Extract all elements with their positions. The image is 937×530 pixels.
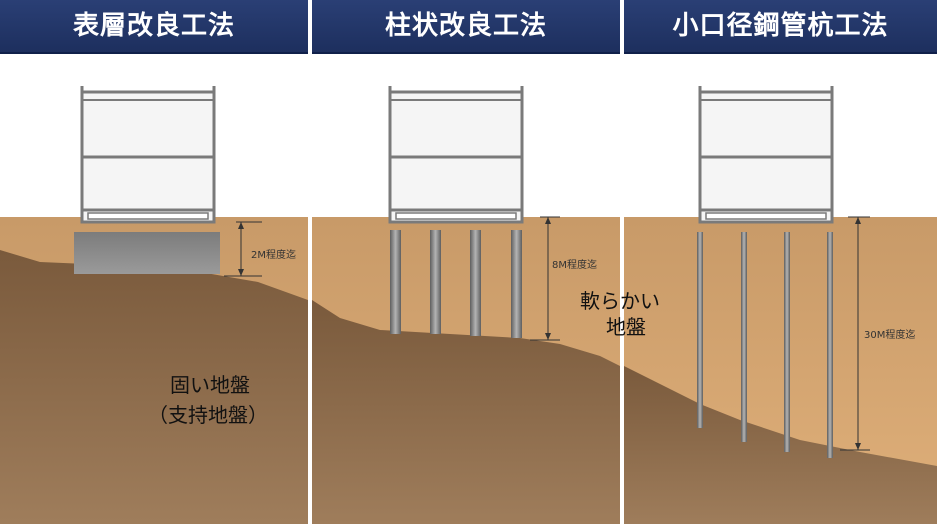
panel-1: 表層改良工法 xyxy=(0,0,308,530)
panel-2-column-2 xyxy=(430,230,441,334)
panel-3-header: 小口径鋼管杭工法 xyxy=(624,0,937,54)
panel-3-pile-3 xyxy=(784,232,790,452)
panel-3-pile-2 xyxy=(741,232,747,442)
panel-2-column-4 xyxy=(511,230,522,338)
panel-1-depth-label: 2M程度迄 xyxy=(251,248,296,261)
panel-2-scene xyxy=(312,52,620,530)
separator-2 xyxy=(620,0,624,530)
hard-ground-label-line1: 固い地盤 xyxy=(170,373,250,397)
panel-1-header: 表層改良工法 xyxy=(0,0,308,54)
panel-1-improved-layer xyxy=(74,232,220,274)
panel-2-hard-soil xyxy=(312,300,620,530)
hard-ground-label-line2: （支持地盤） xyxy=(148,403,268,427)
panel-2-depth-dimension xyxy=(530,216,560,341)
panel-2: 柱状改良工法 xyxy=(312,0,620,530)
panel-3-pile-1 xyxy=(697,232,703,428)
panel-3-pile-4 xyxy=(827,232,833,458)
bottom-border xyxy=(0,524,937,530)
panel-1-hard-soil xyxy=(0,250,308,530)
panel-3-depth-label: 30M程度迄 xyxy=(864,328,915,341)
panel-1-depth-dimension xyxy=(224,221,262,277)
soft-ground-label-line2: 地盤 xyxy=(606,315,646,339)
panel-3: 小口径鋼管杭工法 xyxy=(624,0,937,530)
panel-2-column-3 xyxy=(470,230,481,336)
panel-3-title: 小口径鋼管杭工法 xyxy=(672,11,889,41)
panel-1-title: 表層改良工法 xyxy=(72,11,235,41)
panel-2-depth-label: 8M程度迄 xyxy=(552,258,597,271)
panel-3-depth-dimension xyxy=(840,216,870,451)
panel-1-building xyxy=(80,86,216,224)
separator-1 xyxy=(308,0,312,530)
panel-2-header: 柱状改良工法 xyxy=(312,0,620,54)
panel-2-column-1 xyxy=(390,230,401,334)
panel-2-title: 柱状改良工法 xyxy=(384,11,547,41)
soft-ground-label-line1: 軟らかい xyxy=(580,289,660,313)
panel-3-scene xyxy=(624,52,937,530)
panel-1-scene xyxy=(0,52,308,530)
panel-2-building xyxy=(388,86,524,224)
panel-3-building xyxy=(698,86,834,224)
